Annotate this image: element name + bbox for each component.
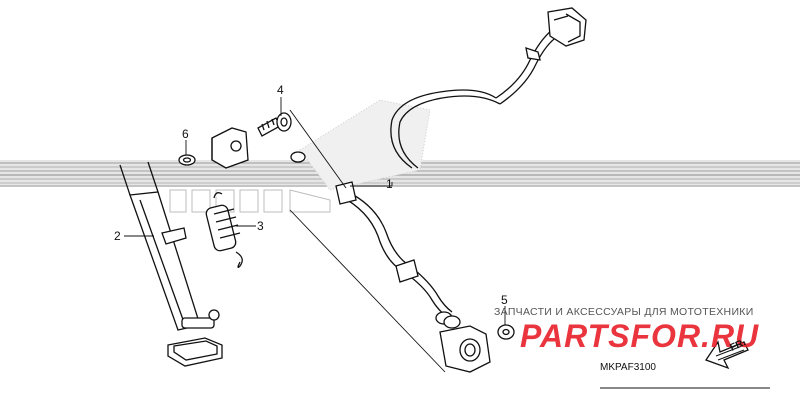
callout-6: 6 [182,127,189,141]
diagram-code: MKPAF3100 [600,362,656,373]
ring [290,151,306,163]
switch-harness [335,7,587,373]
faint-brand-outline [169,189,331,213]
callout-5: 5 [501,293,508,307]
leader-lines [124,97,506,373]
callout-2: 2 [114,229,121,243]
watermark-logo: PARTSFOR.RU [520,318,760,354]
clip-washer [178,154,196,166]
callout-3: 3 [257,219,264,233]
stand-bracket [211,127,249,169]
callout-1: 1 [386,177,393,191]
stipple-shading [299,99,431,191]
watermark-caption: ЗАПЧАСТИ И АКСЕССУАРЫ ДЛЯ МОТОТЕХНИКИ [494,306,754,318]
spring [205,192,243,268]
bolt [257,112,292,137]
small-washer [497,324,515,340]
side-stand [119,161,223,367]
direction-arrow [705,340,749,370]
callout-4: 4 [277,83,284,97]
